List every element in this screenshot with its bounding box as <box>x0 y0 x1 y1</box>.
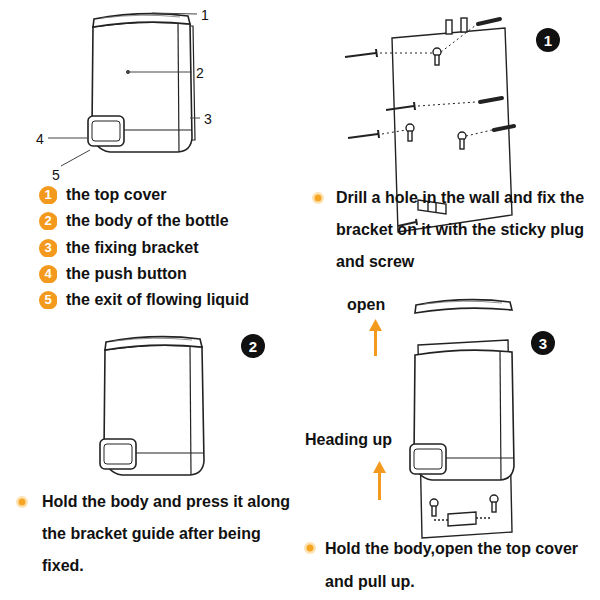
part-name: the fixing bracket <box>66 238 198 258</box>
callout-number: 2 <box>196 63 204 83</box>
circle-fill <box>39 212 58 231</box>
part-name: the body of the bottle <box>66 211 229 231</box>
dispenser-drawing <box>100 337 204 475</box>
callout-circle: 5 <box>39 291 58 310</box>
step-number: 1 <box>536 28 560 52</box>
direction-label: Heading up <box>305 430 392 450</box>
circle-fill <box>39 265 58 284</box>
direction-label: open <box>347 295 385 315</box>
circle-fill <box>39 239 58 258</box>
part-name: the push button <box>66 264 187 284</box>
step-number: 2 <box>241 334 265 358</box>
callout-number: 1 <box>201 5 209 25</box>
callout-circle: 3 <box>531 331 555 355</box>
callout-circle: 2 <box>241 334 265 358</box>
callout-circle: 1 <box>536 28 560 52</box>
step-number: 2 <box>39 212 58 231</box>
part-name: the exit of flowing liquid <box>66 290 249 310</box>
step-number: 1 <box>39 186 58 205</box>
callout-number: 4 <box>36 129 44 149</box>
dispenser-drawing <box>410 300 514 480</box>
circle-fill <box>536 28 560 52</box>
step-number: 3 <box>531 331 555 355</box>
callout-circle: 1 <box>39 186 58 205</box>
dispenser-drawing <box>88 14 195 152</box>
callout-circle: 3 <box>39 239 58 258</box>
callout-circle: 4 <box>39 265 58 284</box>
callout-circle: 2 <box>39 212 58 231</box>
callout-number: 3 <box>204 109 212 129</box>
step-instruction: Hold the body and press it along the bra… <box>42 486 300 582</box>
direction-arrows <box>369 319 386 500</box>
circle-fill <box>531 331 555 355</box>
callout-number: 5 <box>52 165 60 185</box>
circle-fill <box>241 334 265 358</box>
step-instruction: Hold the body,open the top cover and pul… <box>325 532 587 598</box>
leader-lines <box>48 13 200 166</box>
step-number: 3 <box>39 239 58 258</box>
step-instruction: Drill a hole in the wall and fix the bra… <box>336 182 588 278</box>
circle-fill <box>39 186 58 205</box>
part-name: the top cover <box>66 185 166 205</box>
step-number: 4 <box>39 265 58 284</box>
circle-fill <box>39 291 58 310</box>
step-number: 5 <box>39 291 58 310</box>
